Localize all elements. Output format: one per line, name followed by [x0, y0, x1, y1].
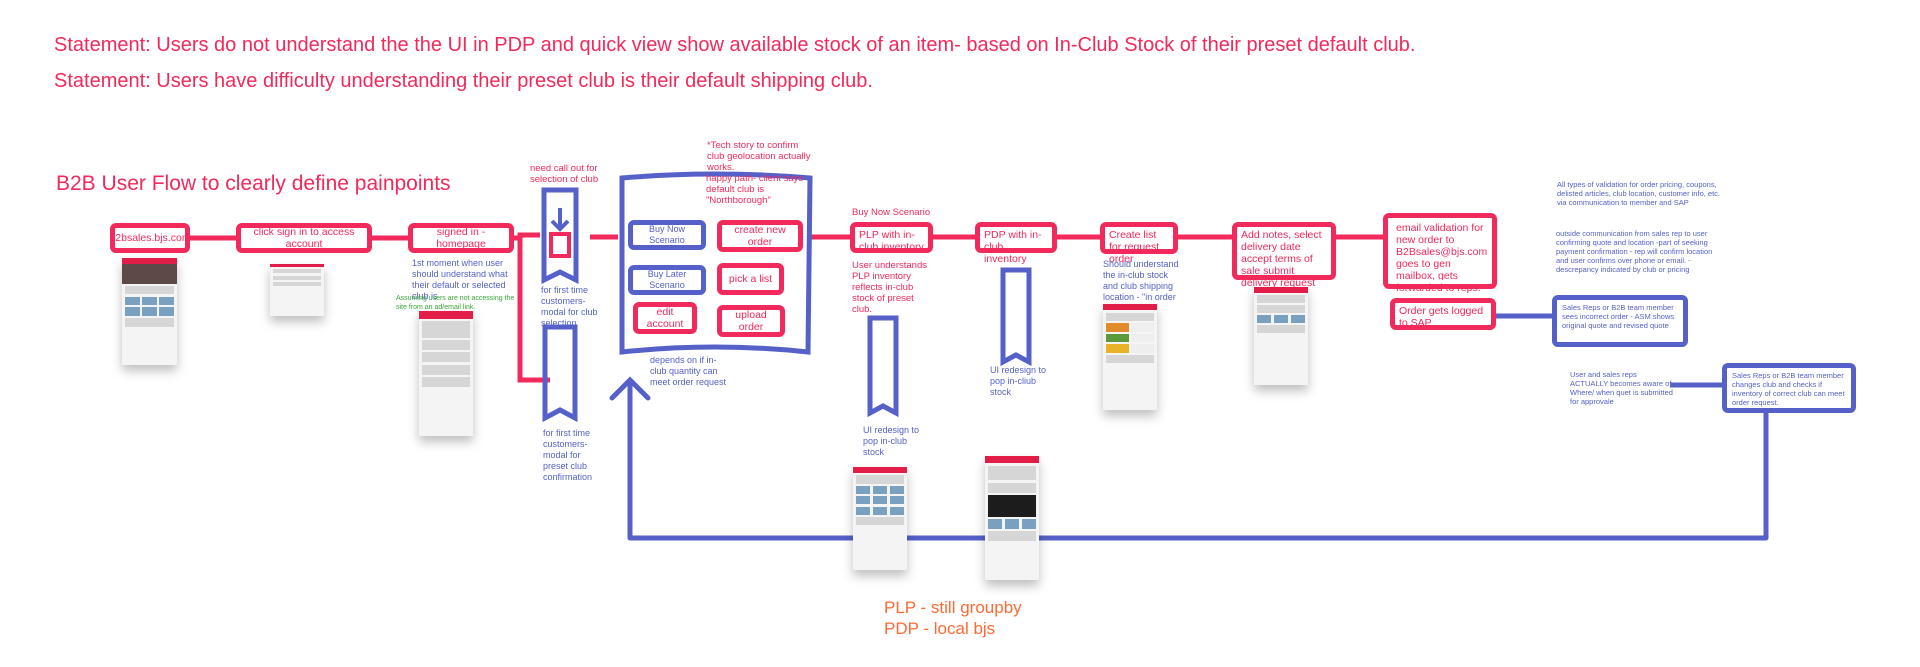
buy-now-scenario-button[interactable]: Buy Now Scenario [628, 220, 706, 250]
aware-note: User and sales reps ACTUALLY becomes awa… [1570, 370, 1673, 406]
step-signed-in-homepage[interactable]: signed in - homepage [408, 223, 514, 253]
step-b2bsales-site[interactable]: b2bsales.bjs.com [109, 223, 191, 253]
step-add-notes[interactable]: Add notes, select delivery date accept t… [1232, 222, 1336, 289]
assumption-note: Assuming users are not accessing the sit… [396, 295, 515, 311]
pick-a-list-button[interactable]: pick a list [717, 263, 784, 295]
plp-redesign-note: UI redesign to pop in-club stock [863, 425, 920, 457]
scenario-group-frame [619, 171, 813, 355]
happy-path-note: happy path- client says default club is … [706, 173, 804, 206]
plp-redesign-shape [867, 315, 899, 418]
step-create-list[interactable]: Create list for request order [1100, 222, 1178, 265]
preset-club-modal-note: for first time customers- modal for pres… [543, 428, 593, 482]
sales-rep-changes-box[interactable]: Sales Reps or B2B team member changes cl… [1722, 363, 1856, 413]
statement-1: Statement: Users do not understand the t… [54, 34, 1416, 56]
create-new-order-button[interactable]: create new order [717, 220, 803, 252]
return-arrow-head [609, 376, 651, 401]
validation-note: All types of validation for order pricin… [1557, 180, 1720, 207]
homepage-screenshot-2 [419, 311, 473, 436]
list-screenshot [1103, 304, 1157, 410]
edit-account-button[interactable]: edit account [633, 302, 697, 334]
step-plp-inventory[interactable]: PLP with in-club inventory [850, 222, 933, 253]
upload-order-button[interactable]: upload order [717, 305, 785, 337]
club-selection-modal-note: for first time customers- modal for club… [541, 285, 598, 328]
buy-now-label: Buy Now Scenario [852, 207, 931, 218]
pdp-screenshot [985, 456, 1039, 580]
sign-in-screenshot [270, 264, 324, 316]
step-email-validation[interactable]: email validation for new order to B2Bsal… [1383, 213, 1497, 294]
plp-screenshot [853, 467, 907, 570]
step-pdp-inventory[interactable]: PDP with in-club inventory [975, 222, 1057, 265]
pdp-redesign-shape [1000, 267, 1032, 367]
pdp-footer-note: PDP - local bjs [884, 619, 996, 638]
plp-footer-note: PLP - still groupby [884, 598, 1022, 617]
preset-club-modal-shape [542, 324, 578, 423]
pdp-redesign-note: UI redesign to pop in-cliub stock [990, 365, 1047, 397]
down-arrow-head [550, 219, 570, 232]
step-sap-logged[interactable]: Order gets logged to SAP [1390, 298, 1496, 330]
club-selection-box [549, 232, 571, 258]
checkout-screenshot [1254, 287, 1308, 385]
return-loop-arrow [627, 380, 1769, 541]
step-sign-in[interactable]: click sign in to access account [236, 223, 372, 253]
callout-note: need call out for selection of club [530, 163, 599, 185]
statement-2: Statement: Users have difficulty underst… [54, 70, 873, 92]
depends-note: depends on if in-club quantity can meet … [650, 355, 727, 387]
buy-later-scenario-button[interactable]: Buy Later Scenario [628, 265, 706, 295]
sales-rep-sees-box[interactable]: Sales Reps or B2B team member sees incor… [1552, 295, 1688, 347]
flow-title: B2B User Flow to clearly define painpoin… [56, 172, 451, 195]
homepage-note: 1st moment when user should understand w… [412, 258, 508, 301]
connector-branch [517, 232, 550, 383]
outside-communication-note: outside communication from sales rep to … [1556, 229, 1713, 274]
club-selection-modal-shape [541, 187, 579, 285]
plp-note: User understands PLP inventory reflects … [852, 260, 927, 315]
tech-story-note: *Tech story to confirm club geolocation … [707, 140, 811, 173]
homepage-screenshot-1 [122, 258, 177, 365]
